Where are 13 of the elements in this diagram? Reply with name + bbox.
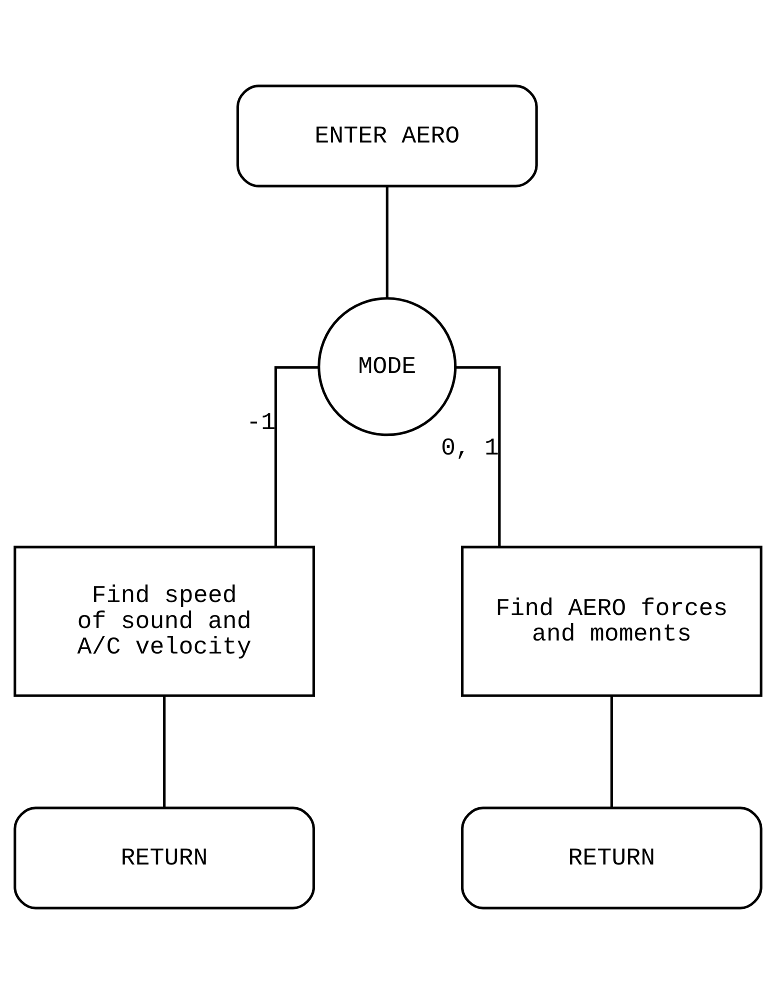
node-box: RETURN [14, 806, 316, 909]
node-circle: MODE [318, 296, 457, 436]
node-box: Find AERO forces and moments [460, 545, 762, 696]
connector [274, 366, 318, 546]
node-box: Find speed of sound and A/C velocity [14, 545, 316, 696]
node-box: ENTER AERO [236, 84, 538, 187]
edge-label: -1 [246, 410, 276, 437]
connector [610, 696, 613, 808]
connector [163, 696, 166, 808]
connector [386, 186, 388, 298]
node-box: RETURN [460, 806, 762, 909]
connector [456, 366, 501, 546]
edge-label: 0, 1 [441, 434, 500, 462]
